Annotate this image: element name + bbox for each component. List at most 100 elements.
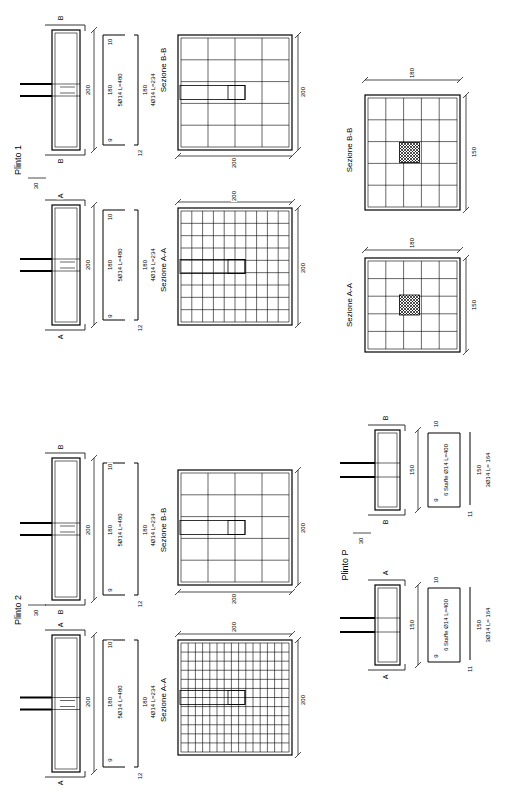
drawing-label: Sezione B-B <box>346 127 354 173</box>
drawing-label: 6 Staffe Ø14 L=400 <box>443 443 449 497</box>
line <box>298 208 299 325</box>
outline <box>365 95 460 210</box>
drawing-label: 9 <box>433 497 439 502</box>
drawing-label: 180 <box>107 696 113 708</box>
line <box>60 700 75 701</box>
line <box>85 324 86 330</box>
line <box>28 178 46 179</box>
line <box>235 211 236 322</box>
line <box>415 427 421 433</box>
line <box>405 509 406 515</box>
line <box>181 679 289 680</box>
drawing-label: A <box>57 780 64 787</box>
line <box>457 77 463 83</box>
outline <box>228 260 245 274</box>
line <box>178 634 292 635</box>
line <box>235 473 236 582</box>
line <box>138 35 139 145</box>
line <box>20 709 52 711</box>
line <box>60 93 75 94</box>
outline <box>180 86 245 100</box>
line <box>245 211 246 322</box>
line <box>385 98 386 207</box>
drawing-label: 200 <box>231 190 237 202</box>
line <box>94 30 95 150</box>
line <box>91 27 97 33</box>
line <box>421 261 422 349</box>
drawing-label: 180 <box>142 84 148 96</box>
line <box>470 587 471 660</box>
linework <box>20 25 470 777</box>
outline <box>178 208 292 325</box>
drawing-label: 9 <box>107 137 113 142</box>
outline <box>55 208 77 322</box>
line <box>85 599 86 605</box>
outline <box>55 33 77 147</box>
line <box>60 262 75 263</box>
drawing-label: 11 <box>467 665 473 673</box>
line <box>45 777 85 778</box>
rebar <box>103 210 125 320</box>
drawing-label: 200 <box>85 84 91 96</box>
drawing-label: 200 <box>85 524 91 536</box>
outline <box>228 521 245 535</box>
line <box>175 199 181 205</box>
drawing-label: B <box>57 158 64 165</box>
line <box>181 494 289 495</box>
line <box>181 309 289 310</box>
line <box>295 467 301 473</box>
line <box>298 35 299 150</box>
line <box>368 163 457 164</box>
line <box>202 211 203 322</box>
line <box>181 724 289 725</box>
drawing-label: Plinto 1 <box>14 144 23 176</box>
drawing-label: 150 <box>476 619 482 631</box>
drawing-label: 180 <box>142 524 148 536</box>
line <box>418 585 419 665</box>
drawing-label: 30 <box>33 182 39 191</box>
drawing-label: B <box>382 519 389 526</box>
line <box>60 532 75 533</box>
drawing-label: 10 <box>107 213 113 222</box>
line <box>405 664 406 670</box>
line <box>134 595 138 596</box>
drawing-label: Plinto P <box>341 548 350 581</box>
line <box>365 250 460 251</box>
line <box>375 618 400 619</box>
line <box>470 432 471 505</box>
line <box>181 297 289 298</box>
drawing-label: Sezione A-A <box>346 282 354 328</box>
outline <box>378 588 397 662</box>
outline <box>55 638 77 769</box>
drawing-label: 200 <box>300 262 306 274</box>
line <box>175 153 181 159</box>
line <box>340 617 375 619</box>
line <box>60 87 75 88</box>
line <box>405 580 406 586</box>
line <box>466 258 467 352</box>
line <box>134 210 138 211</box>
line <box>375 477 400 478</box>
drawing-label: 150 <box>409 619 415 631</box>
line <box>191 211 192 322</box>
drawing-label: 180 <box>107 524 113 536</box>
drawing-label: 5Ø14 L=480 <box>117 72 123 107</box>
drawing-label: 150 <box>471 146 477 158</box>
drawing-label: 4Ø14 L=234 <box>150 72 156 107</box>
drawing-label: 4Ø14 L=234 <box>150 247 156 282</box>
line <box>289 199 295 205</box>
outline <box>52 205 80 325</box>
line <box>289 631 295 637</box>
line <box>463 255 469 261</box>
line <box>45 200 85 201</box>
drawing-label: 200 <box>85 696 91 708</box>
line <box>375 632 400 633</box>
drawing-label: 10 <box>107 38 113 47</box>
line <box>28 605 46 606</box>
drawing-label: 4Ø14 L=234 <box>150 684 156 719</box>
rebar <box>428 588 460 662</box>
line <box>362 247 368 253</box>
line <box>208 473 209 582</box>
line <box>91 597 97 603</box>
line <box>181 742 289 743</box>
